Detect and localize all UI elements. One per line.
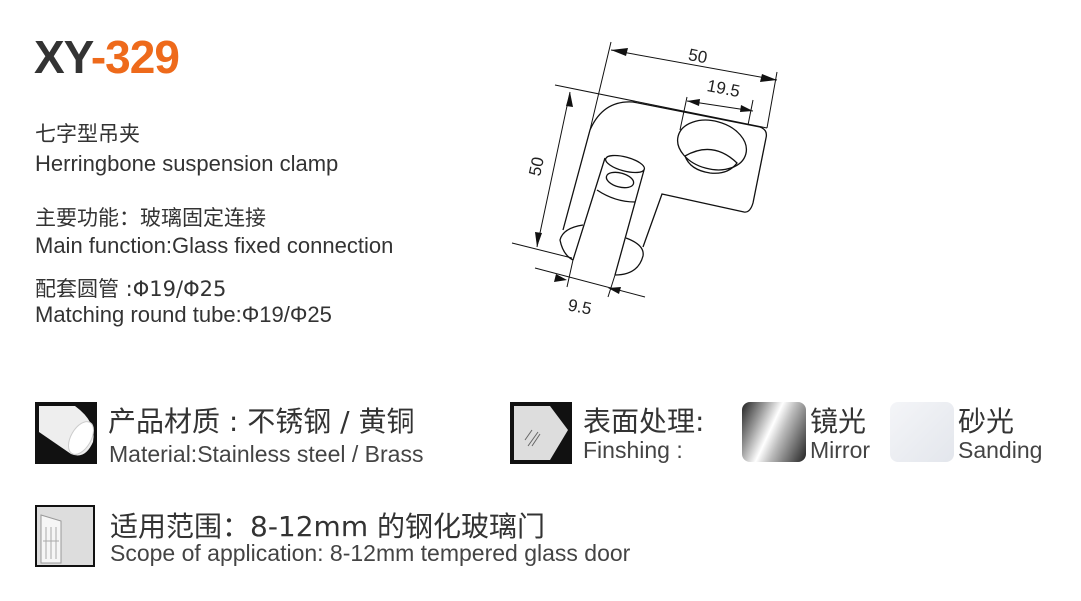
cylinder-icon: [35, 402, 97, 464]
product-name-cn: 七字型吊夹: [35, 122, 140, 146]
post: [572, 157, 645, 276]
function-en: Main function:Glass fixed connection: [35, 233, 394, 258]
finishing-label-en: Finshing :: [583, 437, 683, 463]
sanding-swatch: [890, 402, 954, 462]
door-icon: [35, 505, 95, 567]
scope-label-cn: 适用范围：8-12mm 的钢化玻璃门: [110, 510, 545, 543]
dim-width-label: 50: [687, 45, 709, 67]
material-label-en: Material:Stainless steel / Brass: [109, 441, 424, 467]
sanding-label-en: Sanding: [958, 437, 1043, 463]
material-label-cn: 产品材质 : 不锈钢 / 黄铜: [108, 405, 415, 438]
finishing-label-cn: 表面处理:: [583, 405, 705, 438]
model-title: XY-329: [34, 30, 180, 84]
model-prefix: XY: [34, 31, 92, 83]
product-name-en: Herringbone suspension clamp: [35, 151, 339, 176]
dim-height-label: 50: [525, 155, 548, 177]
sanding-label-cn: 砂光: [958, 405, 1015, 438]
function-cn: 主要功能：玻璃固定连接: [35, 206, 266, 230]
technical-drawing: 50 19.5 50 9.5: [511, 41, 778, 319]
scope-label-en: Scope of application: 8-12mm tempered gl…: [110, 540, 631, 566]
dim-post-label: 9.5: [566, 295, 593, 318]
clamp-outline: [562, 101, 768, 248]
tube-cn: 配套圆管 :Φ19/Φ25: [35, 277, 227, 301]
mirror-label-en: Mirror: [810, 437, 871, 463]
dim-hole-label: 19.5: [705, 76, 741, 101]
mirror-label-cn: 镜光: [810, 405, 867, 438]
tube-en: Matching round tube:Φ19/Φ25: [35, 302, 332, 327]
dim-lines: [511, 41, 778, 298]
glass-panel-icon: [510, 402, 572, 464]
model-number: -329: [90, 31, 180, 83]
mirror-swatch: [742, 402, 806, 462]
